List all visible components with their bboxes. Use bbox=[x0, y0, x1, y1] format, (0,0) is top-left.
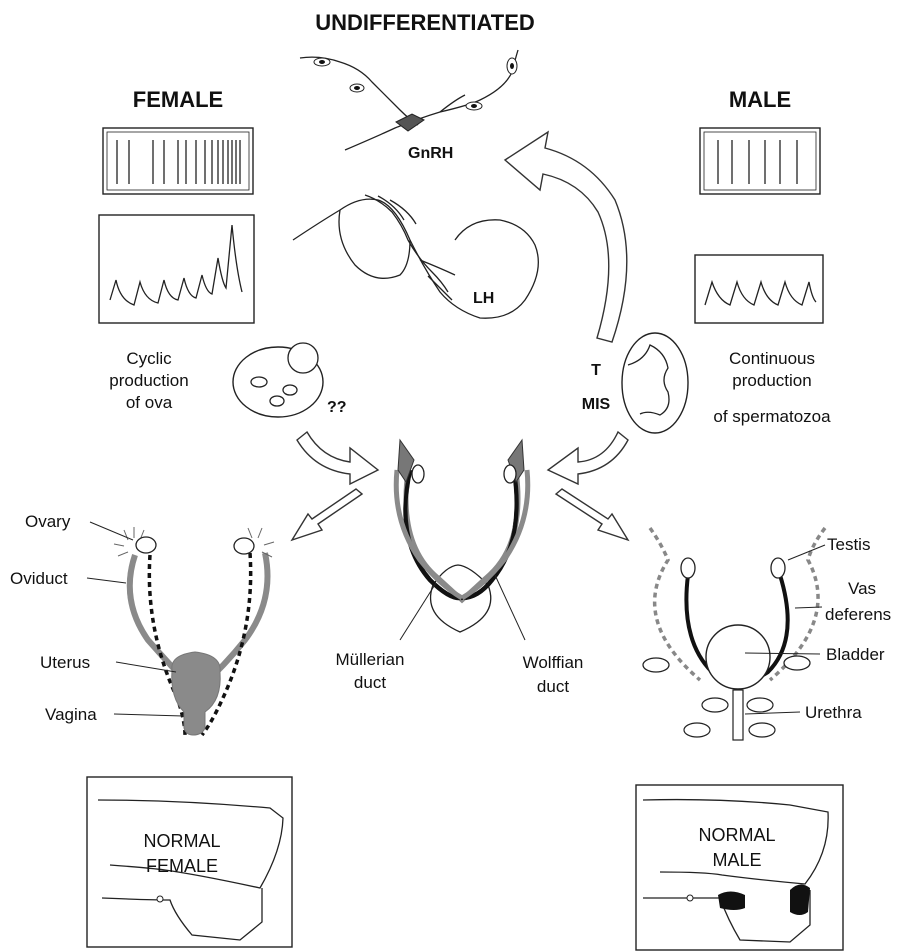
mullerian-duct-label: Müllerian duct bbox=[336, 650, 405, 692]
svg-text:of ova: of ova bbox=[126, 393, 173, 412]
urethra-label: Urethra bbox=[805, 703, 862, 722]
testis-label: Testis bbox=[827, 535, 870, 554]
svg-text:Cyclic: Cyclic bbox=[126, 349, 172, 368]
female-reproductive-tract bbox=[87, 522, 274, 735]
svg-text:of spermatozoa: of spermatozoa bbox=[713, 407, 831, 426]
svg-text:Müllerian: Müllerian bbox=[336, 650, 405, 669]
female-lh-pulse-box bbox=[99, 215, 254, 323]
bladder-label: Bladder bbox=[826, 645, 885, 664]
lh-label: LH bbox=[473, 290, 494, 307]
undifferentiated-ducts bbox=[396, 440, 528, 640]
female-input-arrow bbox=[297, 432, 378, 484]
svg-text:production: production bbox=[732, 371, 811, 390]
testis-illustration bbox=[622, 333, 688, 433]
vagina-label: Vagina bbox=[45, 705, 97, 724]
svg-text:Wolffian: Wolffian bbox=[523, 653, 584, 672]
feedback-arrow bbox=[505, 132, 627, 342]
normal-male-text-line1: NORMAL bbox=[698, 825, 775, 845]
normal-female-text-line1: NORMAL bbox=[143, 831, 220, 851]
testosterone-label: T bbox=[591, 362, 601, 379]
svg-text:duct: duct bbox=[537, 677, 569, 696]
male-lh-pulse-box bbox=[695, 255, 823, 323]
normal-male-text-line2: MALE bbox=[712, 850, 761, 870]
female-gnrh-pulse-box bbox=[103, 128, 253, 194]
svg-text:production: production bbox=[109, 371, 188, 390]
vas-deferens-label-line1: Vas bbox=[848, 579, 876, 598]
male-input-arrow bbox=[548, 432, 628, 484]
uterus-label: Uterus bbox=[40, 653, 90, 672]
svg-text:Continuous: Continuous bbox=[729, 349, 815, 368]
male-gnrh-pulse-box bbox=[700, 128, 820, 194]
vas-deferens-label-line2: deferens bbox=[825, 605, 891, 624]
pituitary-illustration bbox=[293, 195, 538, 318]
mis-label: MIS bbox=[582, 396, 611, 413]
wolffian-duct-label: Wolffian duct bbox=[523, 653, 584, 696]
male-production-text: Continuous production of spermatozoa bbox=[713, 349, 831, 426]
female-production-text: Cyclic production of ova bbox=[109, 349, 188, 412]
ovary-illustration bbox=[233, 343, 323, 417]
svg-text:duct: duct bbox=[354, 673, 386, 692]
oviduct-label: Oviduct bbox=[10, 569, 68, 588]
gnrh-neurons-illustration bbox=[300, 50, 518, 150]
normal-female-text-line2: FEMALE bbox=[146, 856, 218, 876]
female-development-arrow bbox=[292, 489, 362, 540]
heading-undifferentiated: UNDIFFERENTIATED bbox=[315, 10, 535, 35]
gnrh-label: GnRH bbox=[408, 145, 453, 162]
unknown-factor-label: ?? bbox=[327, 399, 347, 416]
male-reproductive-tract bbox=[643, 528, 825, 740]
heading-female: FEMALE bbox=[133, 87, 223, 112]
male-development-arrow bbox=[556, 489, 628, 540]
ovary-label: Ovary bbox=[25, 512, 71, 531]
heading-male: MALE bbox=[729, 87, 791, 112]
